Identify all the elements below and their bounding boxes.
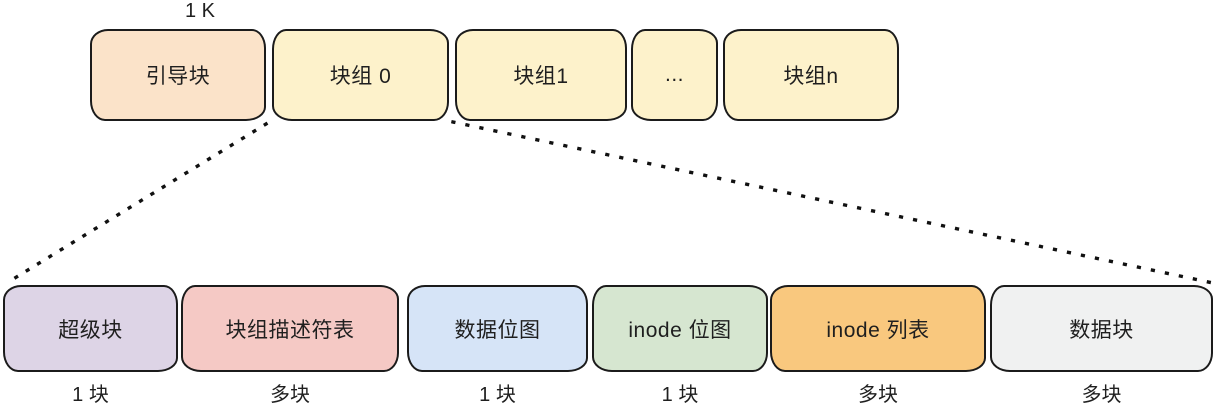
box-group-descriptor-table: 块组描述符表: [181, 285, 399, 372]
count-label-inode-table: 多块: [858, 384, 898, 406]
box-data-bitmap: 数据位图: [407, 285, 588, 372]
box-boot-block: 引导块: [90, 29, 266, 121]
box-inode-table: inode 列表: [770, 285, 986, 372]
box-inode-bitmap: inode 位图: [592, 285, 768, 372]
expansion-line-right: [450, 119, 1216, 286]
count-label-inode-bitmap: 1 块: [661, 384, 699, 406]
box-block-group-1: 块组1: [455, 29, 627, 121]
box-block-group-0: 块组 0: [272, 29, 449, 121]
expansion-line-left: [7, 121, 269, 284]
box-superblock: 超级块: [3, 285, 178, 372]
count-label-superblock: 1 块: [72, 384, 109, 406]
count-label-data-bitmap: 1 块: [479, 384, 516, 406]
boot-block-size-label: 1 K: [184, 0, 216, 22]
box-block-group-ellipsis: ...: [631, 29, 718, 121]
count-label-data-blocks: 多块: [1081, 384, 1122, 406]
box-block-group-n: 块组n: [723, 29, 899, 121]
count-label-group-descriptor-table: 多块: [270, 384, 310, 406]
box-data-blocks: 数据块: [990, 285, 1213, 372]
